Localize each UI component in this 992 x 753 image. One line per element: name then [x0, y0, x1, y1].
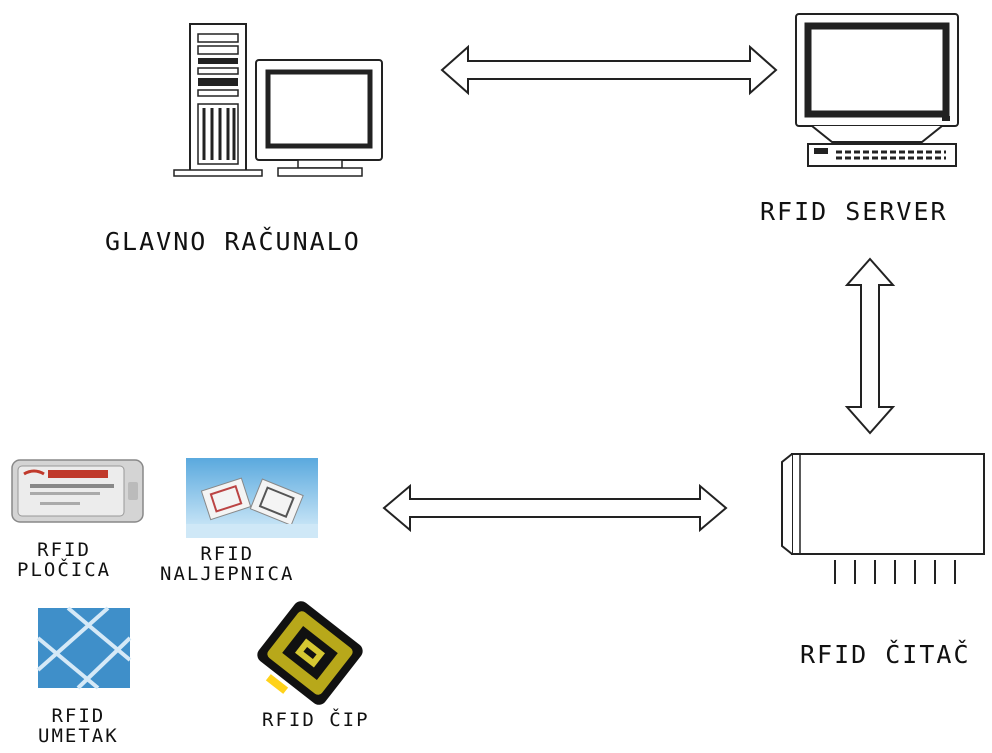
rfid-chip-image	[257, 601, 363, 705]
reader-icon	[781, 453, 985, 584]
arrow-tags-reader	[382, 483, 728, 533]
server-icon	[795, 13, 959, 167]
rfid-sticker-image	[186, 458, 318, 538]
reader-label: RFID ČITAČ	[800, 640, 971, 669]
rfid-plate-line2: PLOČICA	[17, 559, 112, 581]
rfid-sticker-label: RFID NALJEPNICA	[160, 544, 294, 584]
arrow-server-reader	[844, 257, 896, 435]
arrow-computer-server	[440, 44, 778, 96]
server-label: RFID SERVER	[760, 197, 948, 226]
rfid-sticker-line2: NALJEPNICA	[160, 563, 295, 585]
rfid-insert-image	[36, 606, 132, 690]
rfid-insert-label: RFID UMETAK	[38, 706, 119, 746]
main-computer-label: GLAVNO RAČUNALO	[105, 227, 361, 256]
rfid-insert-line1: RFID	[51, 705, 106, 727]
rfid-chip-label: RFID ČIP	[262, 709, 370, 731]
rfid-plate-label: RFID PLOČICA	[17, 540, 111, 580]
rfid-insert-line2: UMETAK	[38, 725, 119, 747]
rfid-plate-line1: RFID	[37, 539, 91, 561]
rfid-plate-image	[11, 459, 144, 523]
rfid-sticker-line1: RFID	[200, 543, 255, 565]
main-computer-icon	[173, 23, 383, 177]
